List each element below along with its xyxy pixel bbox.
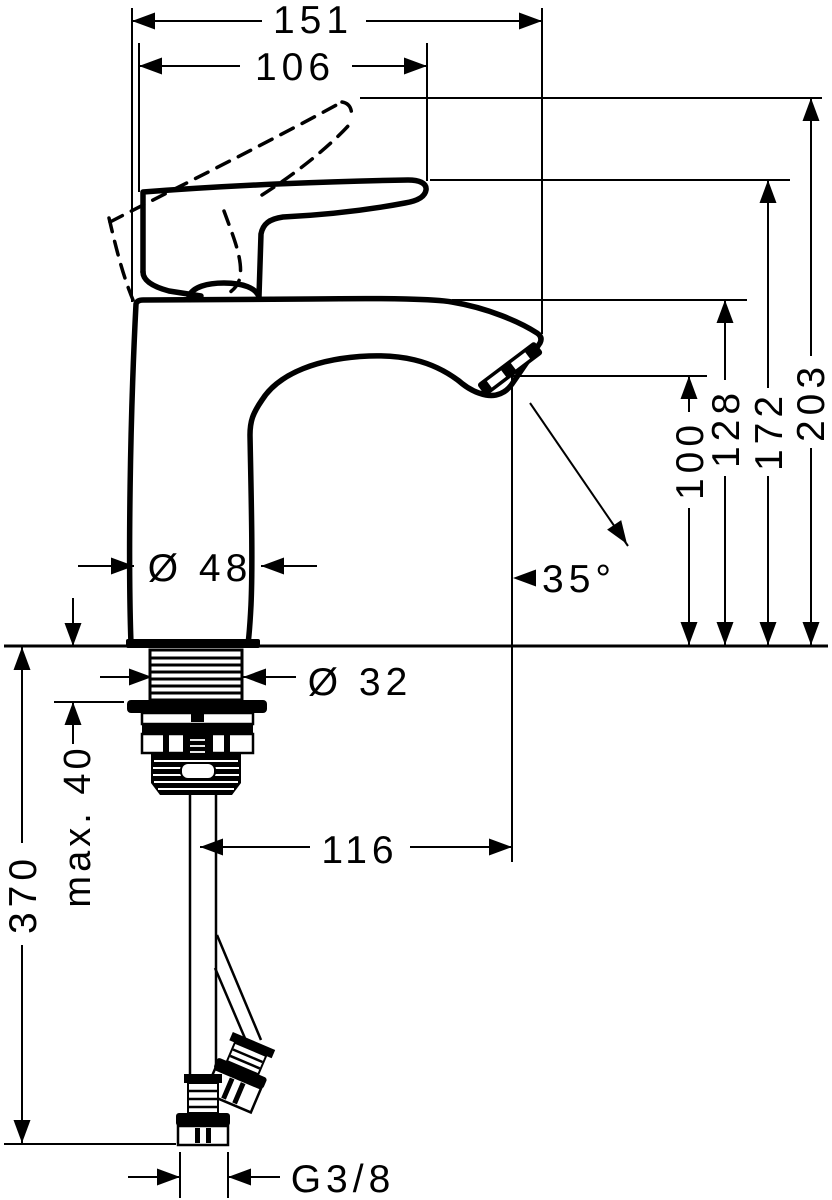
angle-arrow-left xyxy=(513,569,536,587)
angle-35-reference-line xyxy=(529,402,629,547)
aerator-mesh xyxy=(477,342,543,396)
body-and-spout-outline xyxy=(126,295,544,647)
dim-label-total-width: 151 xyxy=(273,0,353,42)
dim-label-outlet-height: 100 xyxy=(669,420,712,500)
dim-label-spout-angle: 35° xyxy=(542,558,616,601)
faucet-base-band xyxy=(126,639,260,648)
handle-outline xyxy=(140,177,429,299)
counter-flange xyxy=(127,700,267,713)
angled-hose-left-edge xyxy=(213,967,249,1044)
cartridge-dome xyxy=(186,280,262,300)
handle-bottom-edge xyxy=(140,269,204,299)
dim-label-connection-thread: G3/8 xyxy=(291,1158,396,1200)
supply-hoses xyxy=(176,795,276,1147)
mounting-assembly xyxy=(127,648,267,795)
dim-label-max-counter-thickness: max. 40 xyxy=(57,744,99,907)
dim-label-hose-length: 370 xyxy=(2,854,45,934)
extension-lines xyxy=(4,8,822,1198)
angled-hose-right-edge xyxy=(215,934,263,1041)
dim-label-total-height: 203 xyxy=(790,362,832,442)
dimension-arrowheads xyxy=(13,12,820,1186)
dim-label-body-diameter: Ø 48 xyxy=(148,547,253,590)
faucet-outline xyxy=(126,177,544,647)
dim-label-handle-height: 172 xyxy=(748,391,791,471)
angle-arrow-diagonal xyxy=(607,520,635,549)
dim-label-spout-height: 128 xyxy=(705,388,748,468)
vertical-hose-connector xyxy=(176,1074,230,1147)
dim-label-shank-diameter: Ø 32 xyxy=(308,661,413,704)
handle-raised-dashed xyxy=(107,100,354,302)
dim-label-handle-width: 106 xyxy=(255,46,335,89)
dim-label-spout-reach: 116 xyxy=(321,829,398,872)
